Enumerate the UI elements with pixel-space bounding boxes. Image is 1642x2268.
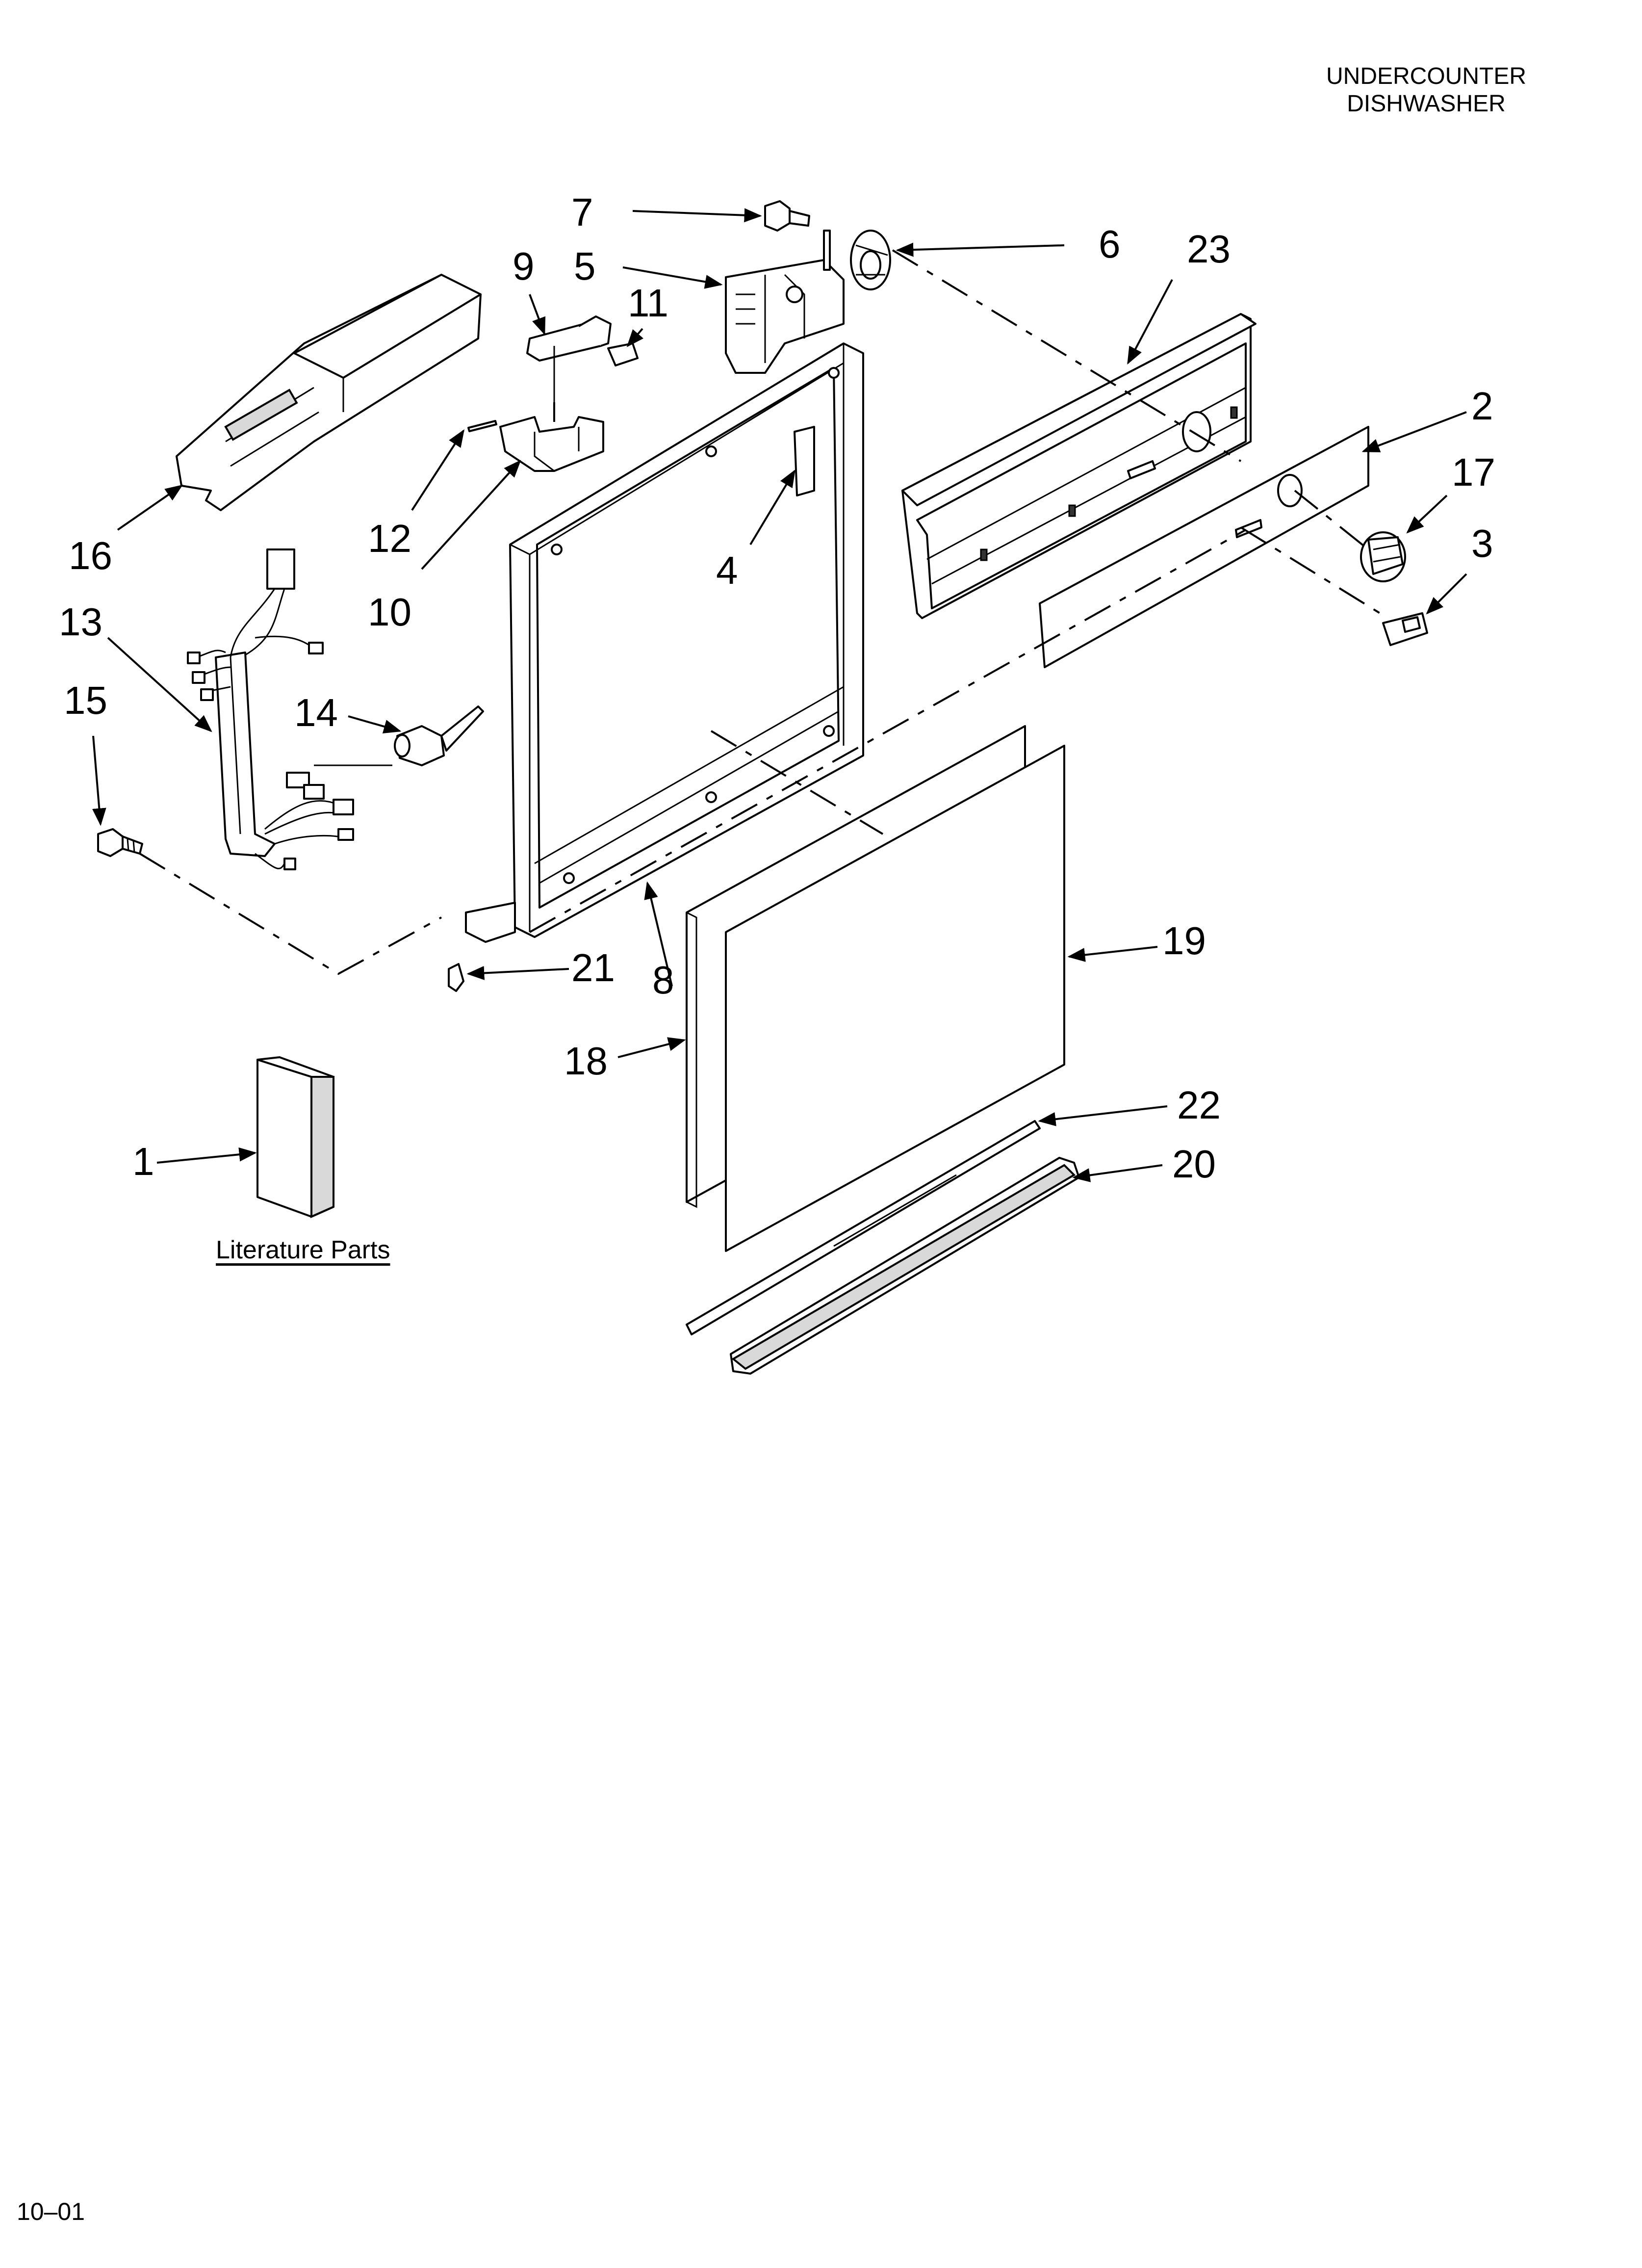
callout-3: 3 (1471, 521, 1493, 565)
part-22-trim (686, 1120, 1041, 1335)
part-18-panel-spacer (686, 912, 697, 1208)
callout-11: 11 (628, 281, 668, 325)
part-2-overlay (1039, 426, 1369, 668)
callout-12: 12 (368, 517, 411, 560)
literature-parts-caption: Literature Parts (216, 1236, 390, 1264)
callout-15: 15 (64, 678, 107, 722)
part-12-strip (467, 420, 497, 432)
assembly-line-screw-15 (139, 853, 442, 975)
footer-code: 10–01 (17, 2198, 85, 2225)
callout-1: 1 (132, 1140, 154, 1183)
assembly-line-17 (1294, 490, 1369, 550)
part-16-housing (176, 274, 482, 511)
callout-7: 7 (571, 190, 593, 234)
callout-18: 18 (564, 1039, 608, 1083)
part-21-clip (448, 963, 464, 992)
callout-14: 14 (294, 691, 338, 734)
part-11-switch (607, 342, 639, 366)
part-17-knob (1360, 531, 1406, 582)
callout-5: 5 (574, 244, 596, 288)
callout-19: 19 (1162, 919, 1206, 963)
callout-17: 17 (1452, 450, 1495, 494)
callout-9: 9 (513, 244, 535, 288)
callout-2: 2 (1471, 384, 1493, 428)
part-15-screw (97, 828, 143, 857)
part-3-switch (1382, 612, 1428, 646)
assembly-line-frame-19 (710, 730, 884, 835)
callout-23: 23 (1187, 227, 1231, 271)
part-23-control-panel (901, 313, 1257, 619)
callout-4: 4 (716, 548, 738, 592)
callout-16: 16 (69, 534, 112, 577)
callout-6: 6 (1099, 222, 1121, 266)
assembly-line-knob-panel (892, 249, 1242, 462)
part-13-wire-harness (187, 548, 392, 870)
part-8-door-frame (465, 342, 864, 943)
callout-21: 21 (571, 946, 615, 990)
callout-8: 8 (652, 958, 674, 1002)
callout-10: 10 (368, 590, 411, 634)
callout-20: 20 (1172, 1142, 1216, 1186)
part-19-door-panel (686, 725, 1065, 1252)
part-6-knob (850, 230, 891, 290)
assembly-line-3 (1240, 526, 1389, 619)
callout-22: 22 (1177, 1083, 1221, 1127)
leader-lines (92, 208, 1467, 1182)
part-9-latch (526, 315, 612, 402)
part-10-bracket (499, 416, 604, 472)
callout-13: 13 (59, 600, 103, 644)
part-7-screw (764, 200, 810, 232)
assembly-line-frame-panel (529, 529, 1246, 933)
part-14-switch (394, 705, 484, 766)
header-title-line-2: DISHWASHER (1347, 91, 1506, 117)
part-1-literature (257, 1056, 334, 1219)
header-title-line-1: UNDERCOUNTER (1326, 63, 1526, 89)
callout-numbers: 1 2 3 4 5 6 7 8 9 10 11 12 13 14 15 16 1… (59, 190, 1495, 1186)
header-title: UNDERCOUNTER DISHWASHER (1274, 63, 1578, 118)
part-5-latch-assembly (725, 230, 845, 374)
